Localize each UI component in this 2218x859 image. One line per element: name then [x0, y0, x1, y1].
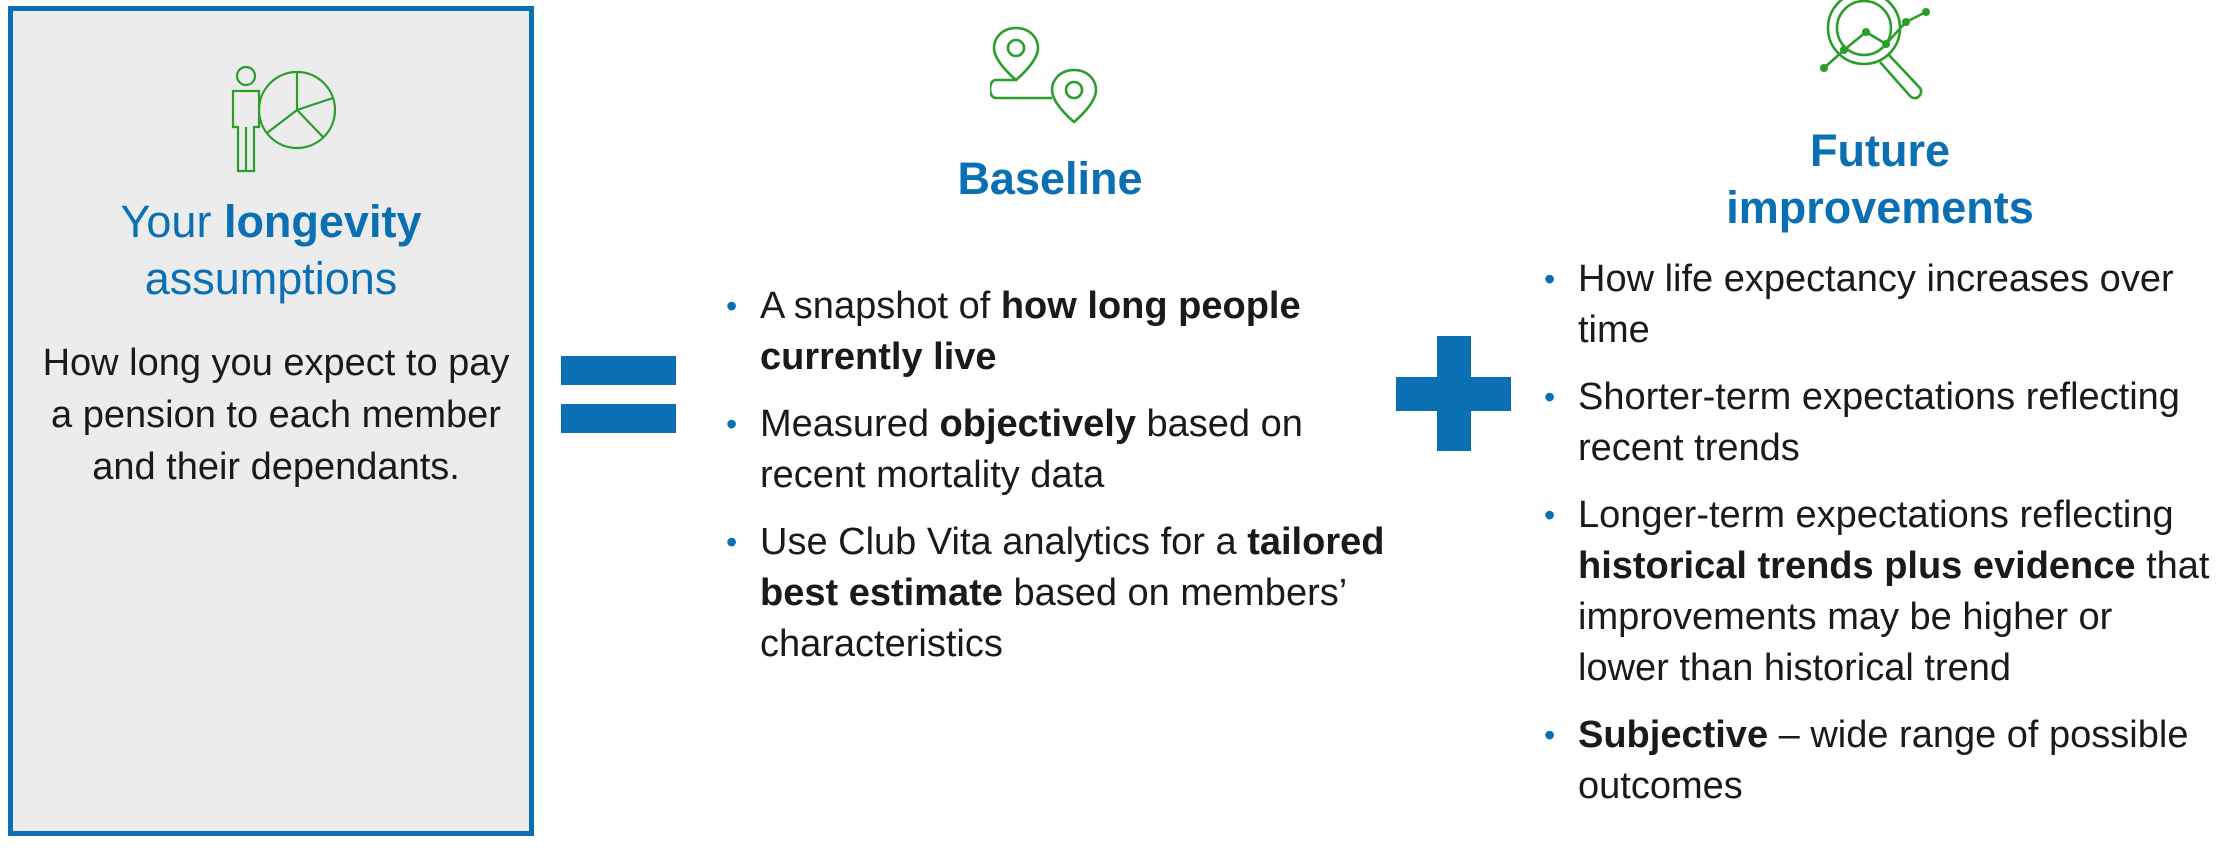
- bullet-emphasis: how long people currently live: [760, 285, 1301, 378]
- bullet-text: Measured: [760, 403, 940, 445]
- plus-bar-vertical: [1437, 336, 1471, 451]
- bullet-text: that improvements may be higher or lower…: [1578, 545, 2210, 689]
- bullet-text: based on recent mortality data: [760, 403, 1303, 496]
- bullet-emphasis: tailored best estimate: [760, 521, 1385, 614]
- future-title: Future improvements: [1700, 122, 2060, 236]
- route-map-pin-icon: [990, 26, 1098, 124]
- bullet-emphasis: Subjective: [1578, 714, 1769, 756]
- future-bullet-item: Subjective – wide range of possible outc…: [1542, 710, 2212, 812]
- future-bullet-item: How life expectancy increases over time: [1542, 254, 2212, 356]
- bullet-text: How life expectancy increases over time: [1578, 258, 2174, 351]
- bullet-text: based on members’ characteristics: [760, 572, 1346, 665]
- longevity-assumptions-panel: Your longevity assumptions How long you …: [8, 6, 534, 836]
- future-bullet-item: Shorter-term expectations reflecting rec…: [1542, 372, 2212, 474]
- panel-description: How long you expect to pay a pension to …: [42, 342, 510, 488]
- panel-title-bold: longevity: [223, 196, 422, 247]
- future-bullet-list: How life expectancy increases over timeS…: [1542, 254, 2212, 828]
- bullet-emphasis: historical trends plus evidence: [1578, 545, 2136, 587]
- future-title-line1: Future: [1810, 125, 1950, 176]
- person-pie-chart-icon: [231, 65, 337, 173]
- bullet-text: Longer-term expectations reflecting: [1578, 494, 2174, 536]
- bullet-text: Use Club Vita analytics for a: [760, 521, 1248, 563]
- baseline-bullet-item: A snapshot of how long people currently …: [724, 281, 1394, 383]
- baseline-bullet-item: Use Club Vita analytics for a tailored b…: [724, 517, 1394, 670]
- panel-title-pre: Your: [120, 196, 224, 247]
- equals-bar-bottom: [561, 404, 676, 433]
- panel-title-post: assumptions: [144, 253, 398, 304]
- equals-bar-top: [561, 356, 676, 385]
- magnifier-trend-icon: [1820, 0, 1930, 100]
- bullet-text: Shorter-term expectations reflecting rec…: [1578, 376, 2180, 469]
- future-bullet-item: Longer-term expectations reflecting hist…: [1542, 490, 2212, 694]
- bullet-text: A snapshot of: [760, 285, 1001, 327]
- baseline-title: Baseline: [957, 153, 1143, 204]
- future-title-line2: improvements: [1726, 182, 2034, 233]
- baseline-bullet-list: A snapshot of how long people currently …: [724, 281, 1394, 686]
- panel-title: Your longevity assumptions: [13, 193, 529, 307]
- baseline-bullet-item: Measured objectively based on recent mor…: [724, 399, 1394, 501]
- bullet-text: – wide range of possible outcomes: [1578, 714, 2189, 807]
- bullet-emphasis: objectively: [939, 403, 1136, 445]
